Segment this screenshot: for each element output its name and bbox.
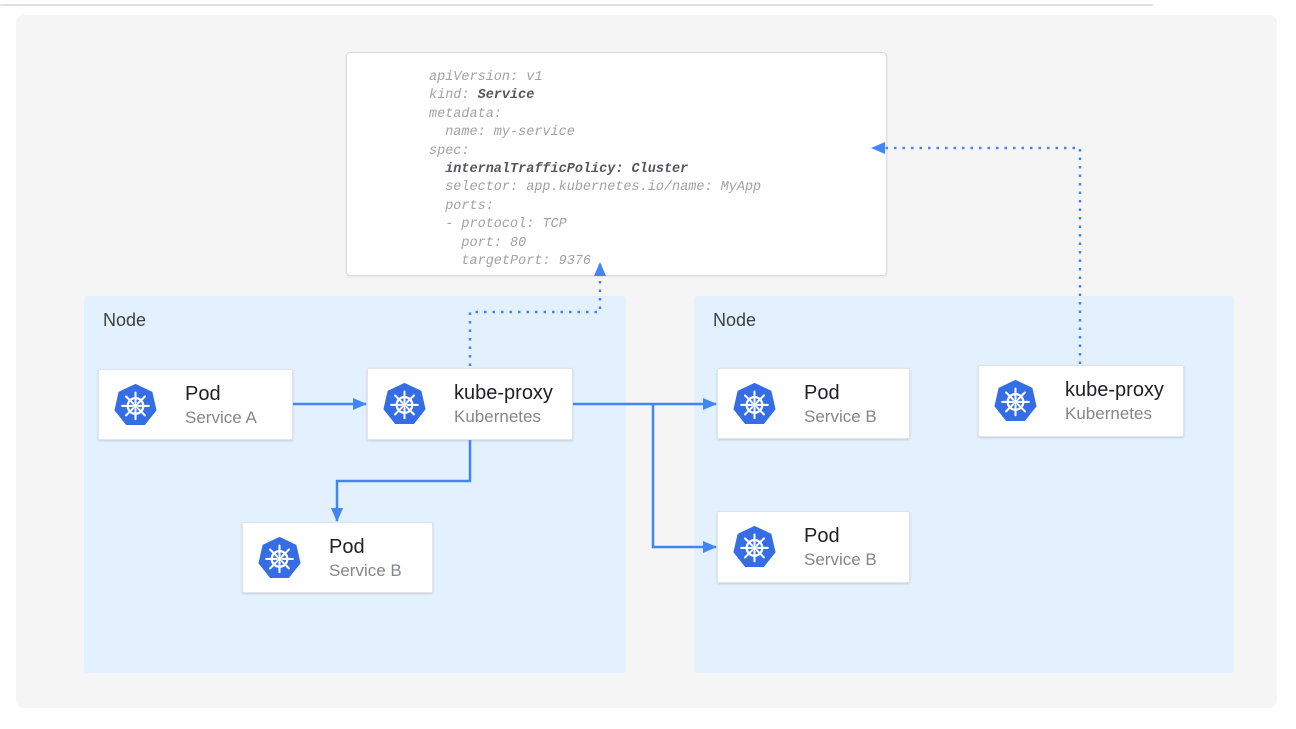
code-line: metadata:	[429, 106, 502, 122]
card-title: Pod	[804, 525, 840, 547]
kube-proxy-card-left: kube-proxy Kubernetes	[367, 368, 573, 440]
card-title: Pod	[329, 535, 365, 558]
card-subtitle: Kubernetes	[454, 407, 541, 426]
node-box-left: Node	[84, 296, 626, 673]
card-text: kube-proxy Kubernetes	[1065, 378, 1164, 424]
top-divider	[0, 4, 1153, 6]
kubernetes-icon	[257, 535, 302, 579]
node-label: Node	[103, 310, 147, 330]
card-title: Pod	[804, 381, 840, 404]
kubernetes-icon	[993, 378, 1038, 423]
service-yaml-panel: apiVersion: v1 kind: Service metadata: nam…	[346, 52, 887, 276]
pod-card-service-b-left: Pod Service B	[242, 522, 433, 593]
code-line: selector: app.kubernetes.io/name: MyApp	[429, 180, 762, 196]
kubernetes-icon	[732, 381, 777, 425]
code-line: - protocol: TCP	[429, 217, 567, 233]
code-line: name: my-service	[429, 125, 575, 141]
code-line: internalTrafficPolicy: Cluster	[445, 162, 689, 178]
code-line: targetPort: 9376	[429, 254, 592, 270]
card-title: kube-proxy	[454, 382, 553, 404]
card-subtitle: Service B	[804, 406, 877, 426]
card-title: kube-proxy	[1065, 379, 1164, 401]
card-subtitle: Service B	[804, 550, 877, 569]
card-subtitle: Kubernetes	[1065, 404, 1152, 423]
card-text: Pod Service B	[329, 535, 402, 581]
code-line: apiVersion: v1	[429, 70, 543, 85]
pod-card-service-a: Pod Service A	[98, 369, 293, 440]
code-line: kind: Service	[429, 88, 535, 104]
kubernetes-icon	[382, 381, 427, 426]
node-label: Node	[713, 310, 757, 330]
pod-card-service-b-right-top: Pod Service B	[717, 368, 910, 439]
card-text: Pod Service B	[804, 524, 877, 570]
pod-card-service-b-right-bottom: Pod Service B	[717, 511, 910, 583]
kubernetes-icon	[113, 382, 158, 426]
diagram-panel: Node Node apiVersion: v1 kind: Service met…	[16, 15, 1277, 708]
kube-proxy-card-right: kube-proxy Kubernetes	[978, 365, 1184, 437]
card-text: kube-proxy Kubernetes	[454, 381, 553, 427]
card-subtitle: Service B	[329, 560, 402, 580]
code-line: ports:	[429, 198, 494, 214]
service-yaml-code: apiVersion: v1 kind: Service metadata: nam…	[429, 69, 886, 271]
card-text: Pod Service B	[804, 381, 877, 427]
code-line: spec:	[429, 143, 470, 159]
code-line: port: 80	[429, 235, 527, 251]
kubernetes-icon	[732, 524, 777, 569]
card-title: Pod	[185, 382, 221, 405]
card-text: Pod Service A	[185, 382, 257, 428]
card-subtitle: Service A	[185, 407, 257, 427]
node-box-right: Node	[694, 296, 1234, 673]
